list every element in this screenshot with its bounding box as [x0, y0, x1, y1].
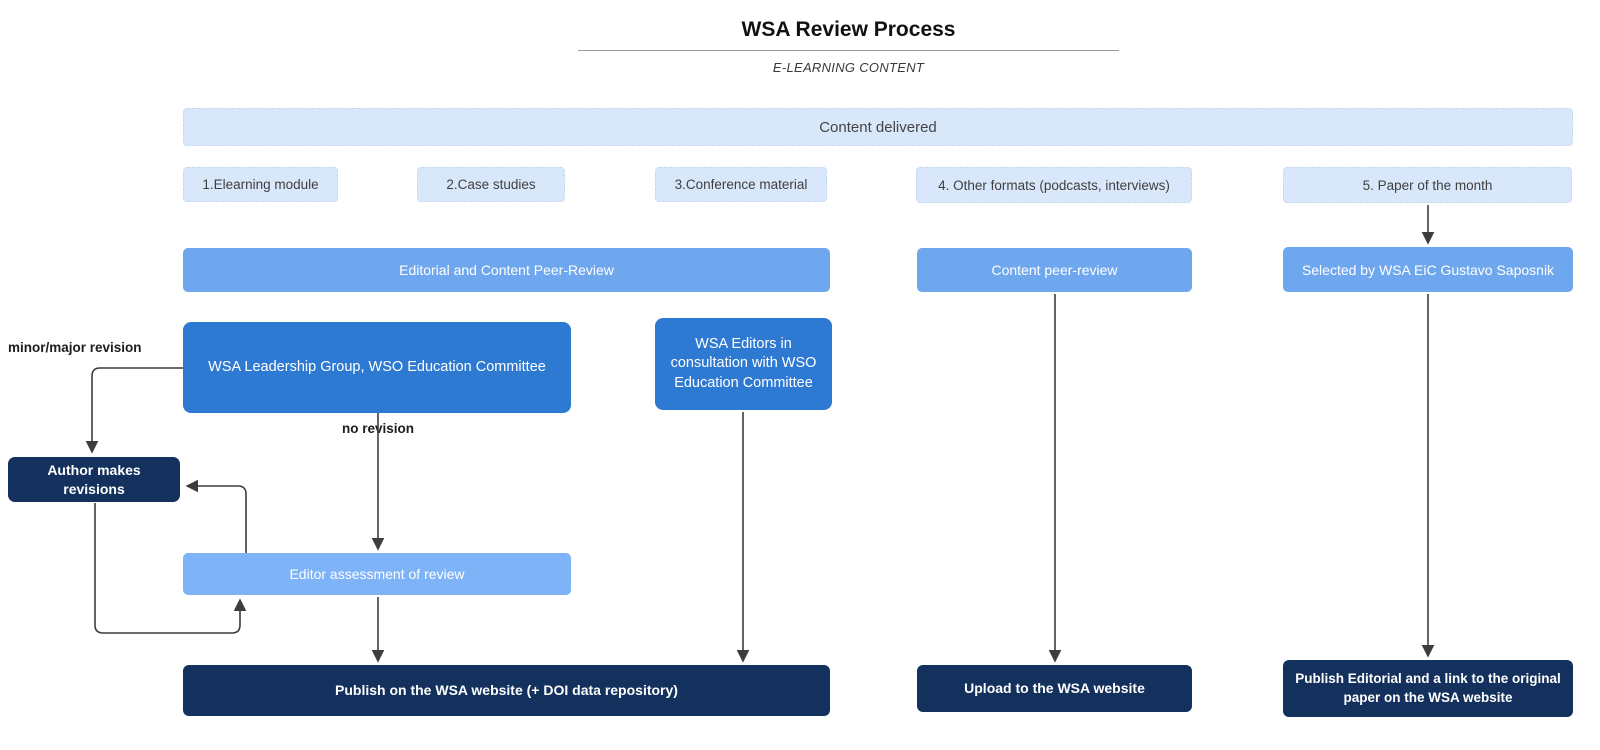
title-block: WSA Review Process — [578, 18, 1119, 51]
publish-wsa-website-bar: Publish on the WSA website (+ DOI data r… — [183, 665, 830, 716]
format-case-studies: 2.Case studies — [417, 167, 565, 202]
format-other-formats: 4. Other formats (podcasts, interviews) — [916, 167, 1192, 203]
minor-major-revision-label: minor/major revision — [8, 340, 142, 355]
format-conference-material: 3.Conference material — [655, 167, 827, 202]
arrow-assessment-to-author-loop — [185, 479, 247, 553]
publish-editorial-bar: Publish Editorial and a link to the orig… — [1283, 660, 1573, 717]
arrow-minor-major-to-author — [85, 367, 183, 454]
format-elearning-module: 1.Elearning module — [183, 167, 338, 202]
content-peer-review-bar: Content peer-review — [917, 248, 1192, 292]
diagram-subtitle: E-LEARNING CONTENT — [772, 60, 925, 75]
selected-by-eic-bar: Selected by WSA EiC Gustavo Saposnik — [1283, 247, 1573, 292]
no-revision-label: no revision — [342, 421, 415, 436]
editorial-content-peer-review-bar: Editorial and Content Peer-Review — [183, 248, 830, 292]
author-makes-revisions-box: Author makes revisions — [8, 457, 180, 502]
diagram-title: WSA Review Process — [741, 18, 956, 41]
content-delivered-banner: Content delivered — [183, 108, 1573, 146]
editor-assessment-bar: Editor assessment of review — [183, 553, 571, 595]
wsa-leadership-group-box: WSA Leadership Group, WSO Education Comm… — [183, 322, 571, 413]
format-paper-of-the-month: 5. Paper of the month — [1283, 167, 1572, 203]
wsa-editors-box: WSA Editors in consultation with WSO Edu… — [655, 318, 832, 410]
upload-wsa-website-bar: Upload to the WSA website — [917, 665, 1192, 712]
